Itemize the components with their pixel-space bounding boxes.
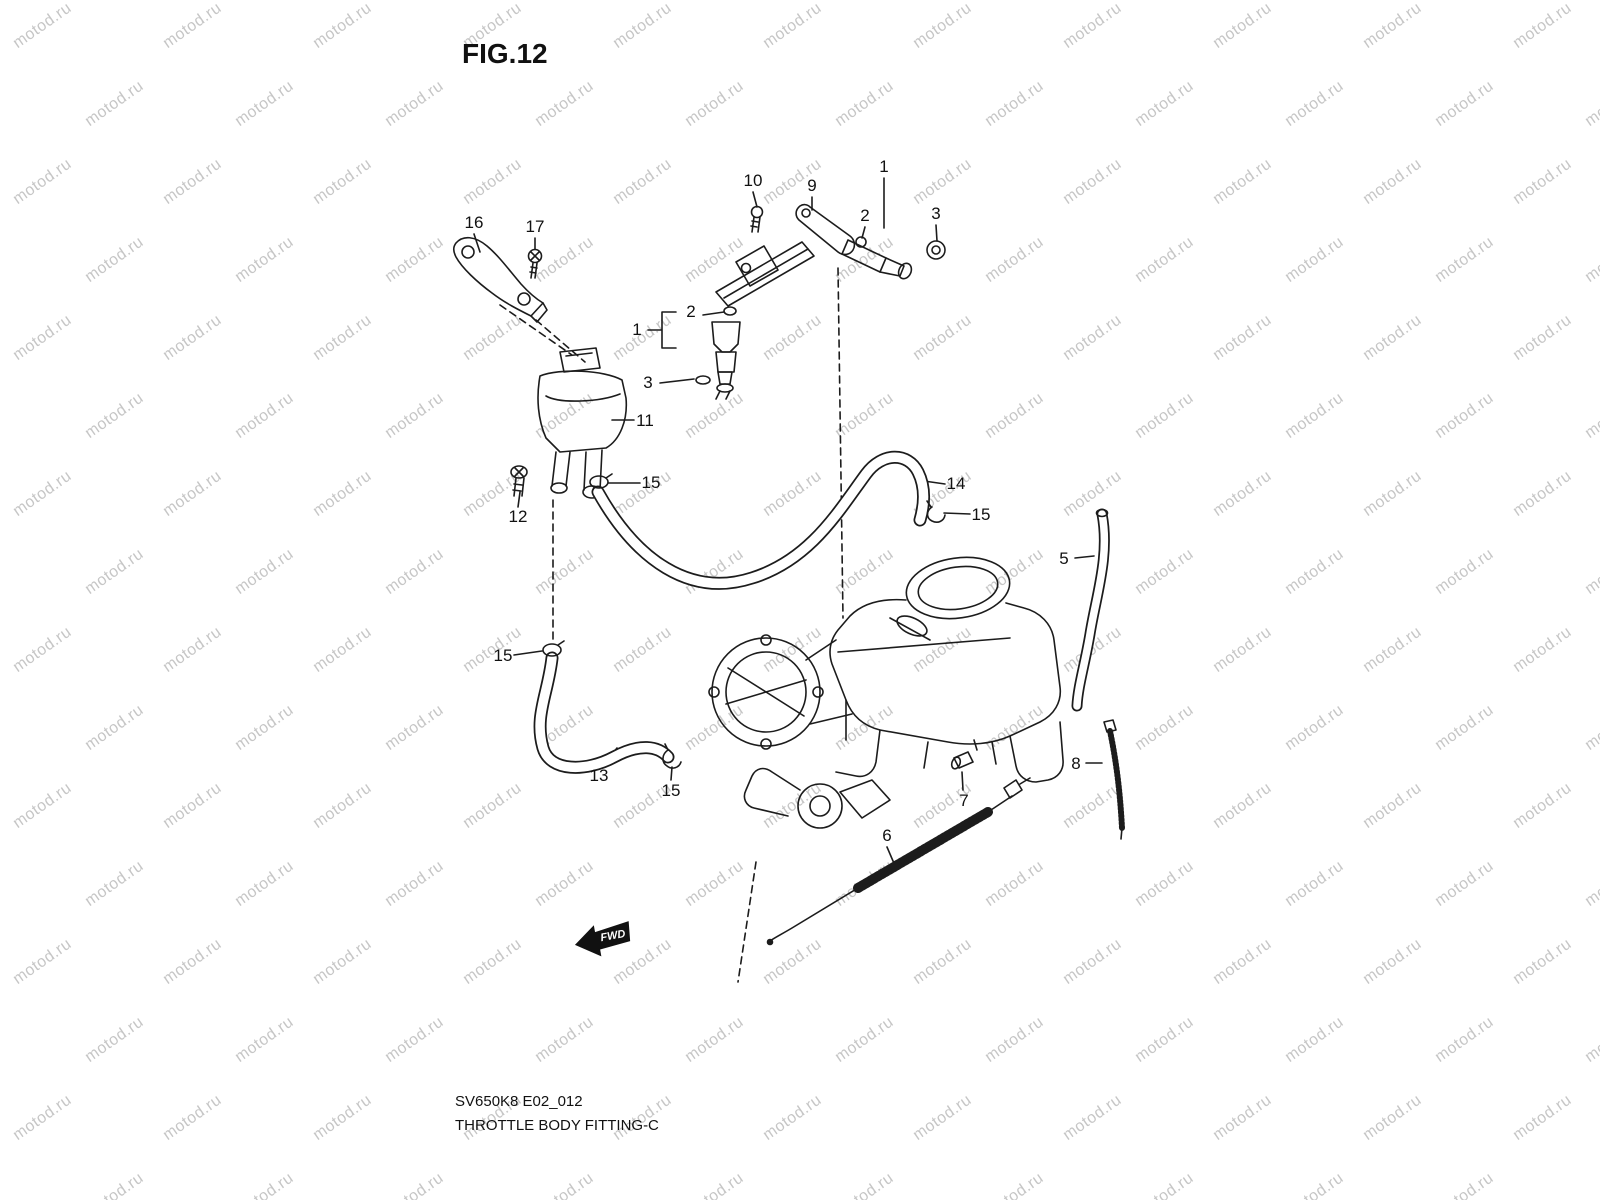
fwd-text: FWD: [600, 928, 627, 944]
clamp-15-a: [589, 473, 613, 489]
hose-14: [591, 450, 930, 590]
screw-12: [510, 465, 528, 497]
footer: SV650K8 E02_012 THROTTLE BODY FITTING-C: [455, 1090, 659, 1138]
clamp-15-b: [926, 500, 946, 523]
fuel-rail-assembly: [715, 203, 946, 307]
footer-caption: THROTTLE BODY FITTING-C: [455, 1117, 659, 1134]
iac-valve-11: [537, 347, 628, 499]
figure-title: FIG.12: [462, 38, 548, 69]
cable-tie-8: [1103, 719, 1125, 840]
clamp-15-c: [542, 640, 565, 657]
fuel-injector-mid: [695, 306, 741, 400]
throttle-body: [708, 556, 1064, 829]
footer-code: SV650K8 E02_012: [455, 1093, 583, 1110]
hose-13: [533, 651, 675, 774]
screw-17: [527, 248, 543, 279]
clamp-15-d: [662, 743, 682, 769]
fwd-arrow: FWD: [574, 921, 631, 957]
throttle-cable-6: [766, 777, 1031, 946]
construction-lines: [499, 267, 844, 983]
hose-5: [1071, 508, 1110, 712]
bracket-16: [452, 236, 548, 323]
part-7: [950, 739, 978, 770]
